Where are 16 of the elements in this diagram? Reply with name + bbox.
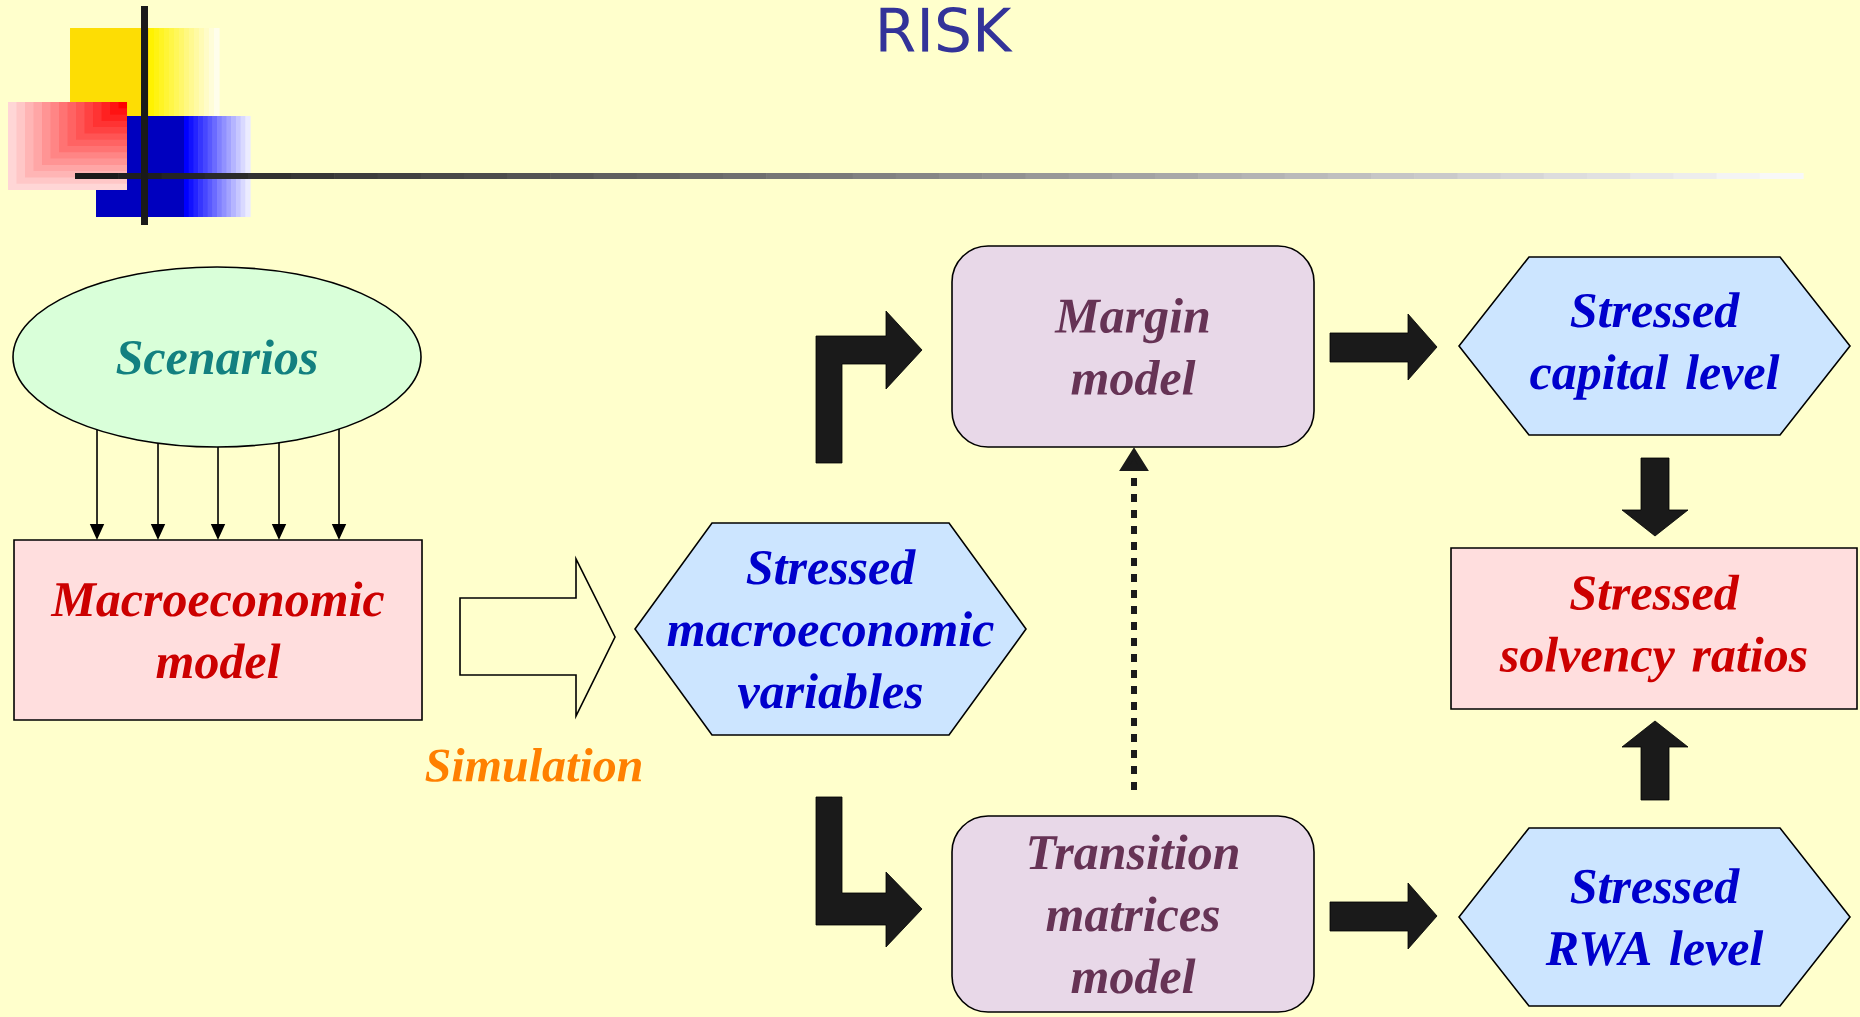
- block-arrow: [815, 310, 923, 464]
- title: RISK: [880, 7, 1013, 53]
- block-arrow: [815, 796, 923, 948]
- model-box: Macroeconomic model: [13, 539, 423, 721]
- model-box: Stressed solvency ratios: [1450, 547, 1858, 710]
- rounded-box: Transition matrices model: [951, 815, 1315, 1013]
- edge-label: Simulation: [425, 748, 642, 782]
- hexagon-box: Stressed capital level: [1458, 256, 1851, 436]
- block-arrow: [1329, 313, 1438, 381]
- block-arrow: [1329, 882, 1438, 950]
- hexagon-box: Stressed RWA level: [1458, 827, 1851, 1007]
- block-arrow: [1621, 457, 1689, 537]
- block-arrow: [1621, 720, 1689, 801]
- block-arrow: [459, 555, 616, 720]
- rounded-box: Margin model: [951, 245, 1315, 448]
- hexagon-box: Stressed macroeconomic variables: [634, 522, 1027, 736]
